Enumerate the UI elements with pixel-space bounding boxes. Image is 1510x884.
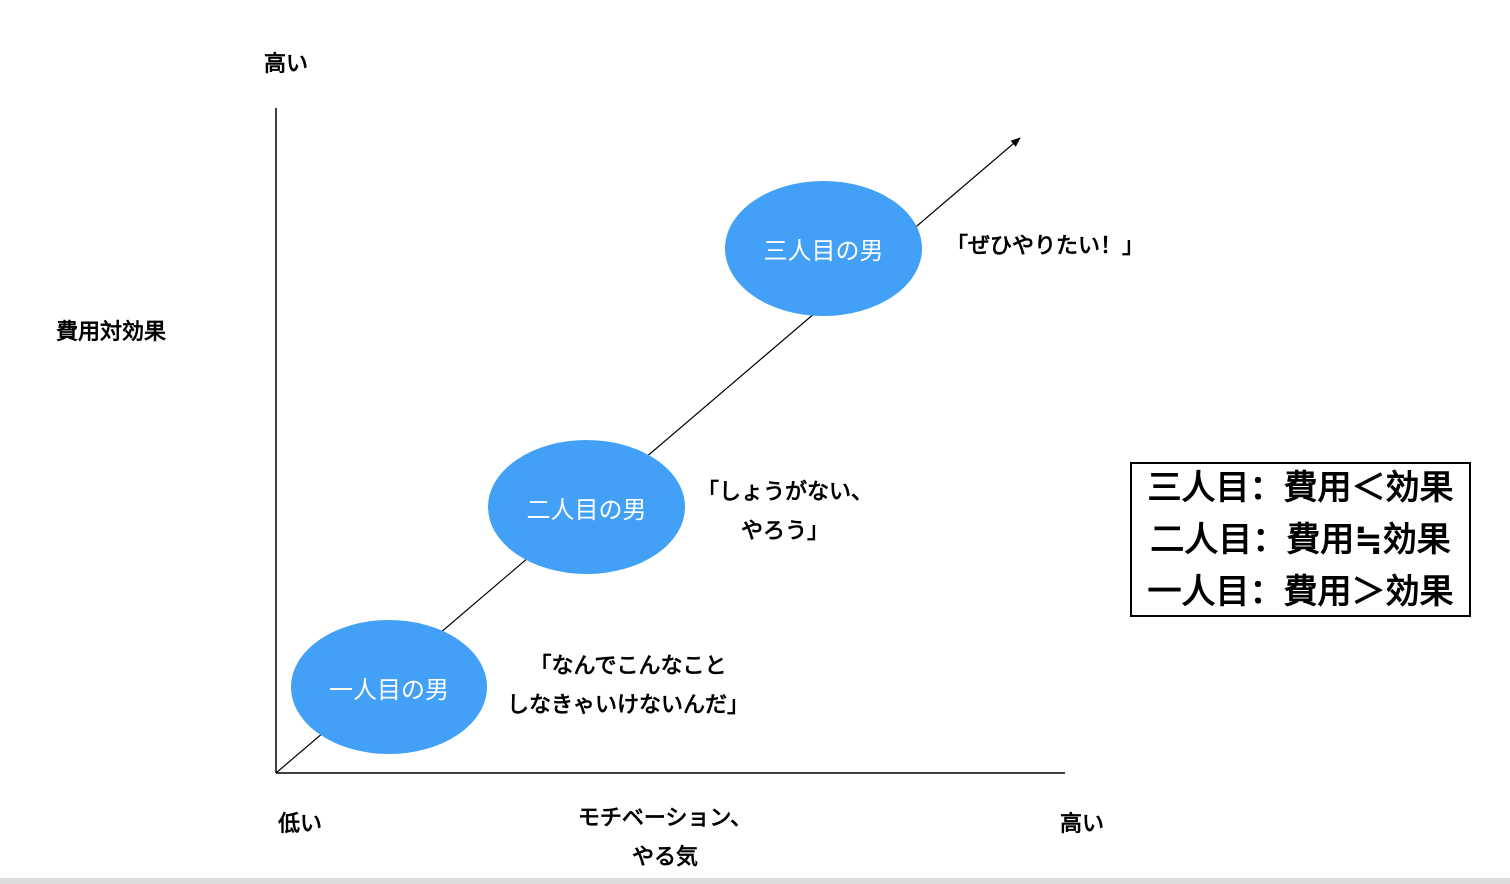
x-axis-title: モチベーション、 やる気	[577, 806, 753, 870]
node-third-man: 三人目の男	[725, 181, 922, 316]
bottom-scrollbar-track	[0, 878, 1510, 884]
legend-box: 三人目：費用＜効果 二人目：費用≒効果 一人目：費用＞効果	[1130, 462, 1471, 617]
y-axis-high-label: 高い	[264, 52, 309, 77]
quote-first-man: 「なんでこんなこと しなきゃいけないんだ」	[506, 654, 749, 718]
legend-row-second: 二人目：費用≒効果	[1150, 519, 1451, 560]
quote-third-man: 「ぜひやりたい！」	[946, 234, 1145, 259]
legend-row-third: 三人目：費用＜効果	[1147, 467, 1454, 508]
x-axis-high-label: 高い	[1060, 812, 1105, 837]
x-axis-low-label: 低い	[278, 812, 323, 837]
node-second-man-label: 二人目の男	[526, 495, 647, 524]
node-third-man-label: 三人目の男	[763, 237, 884, 265]
node-second-man: 二人目の男	[488, 440, 685, 574]
node-first-man: 一人目の男	[291, 620, 487, 754]
legend-row-first: 一人目：費用＞効果	[1147, 571, 1454, 612]
quote-second-man: 「しょうがない、 やろう」	[696, 480, 873, 544]
node-first-man-label: 一人目の男	[329, 675, 449, 704]
y-axis-title: 費用対効果	[56, 320, 167, 345]
